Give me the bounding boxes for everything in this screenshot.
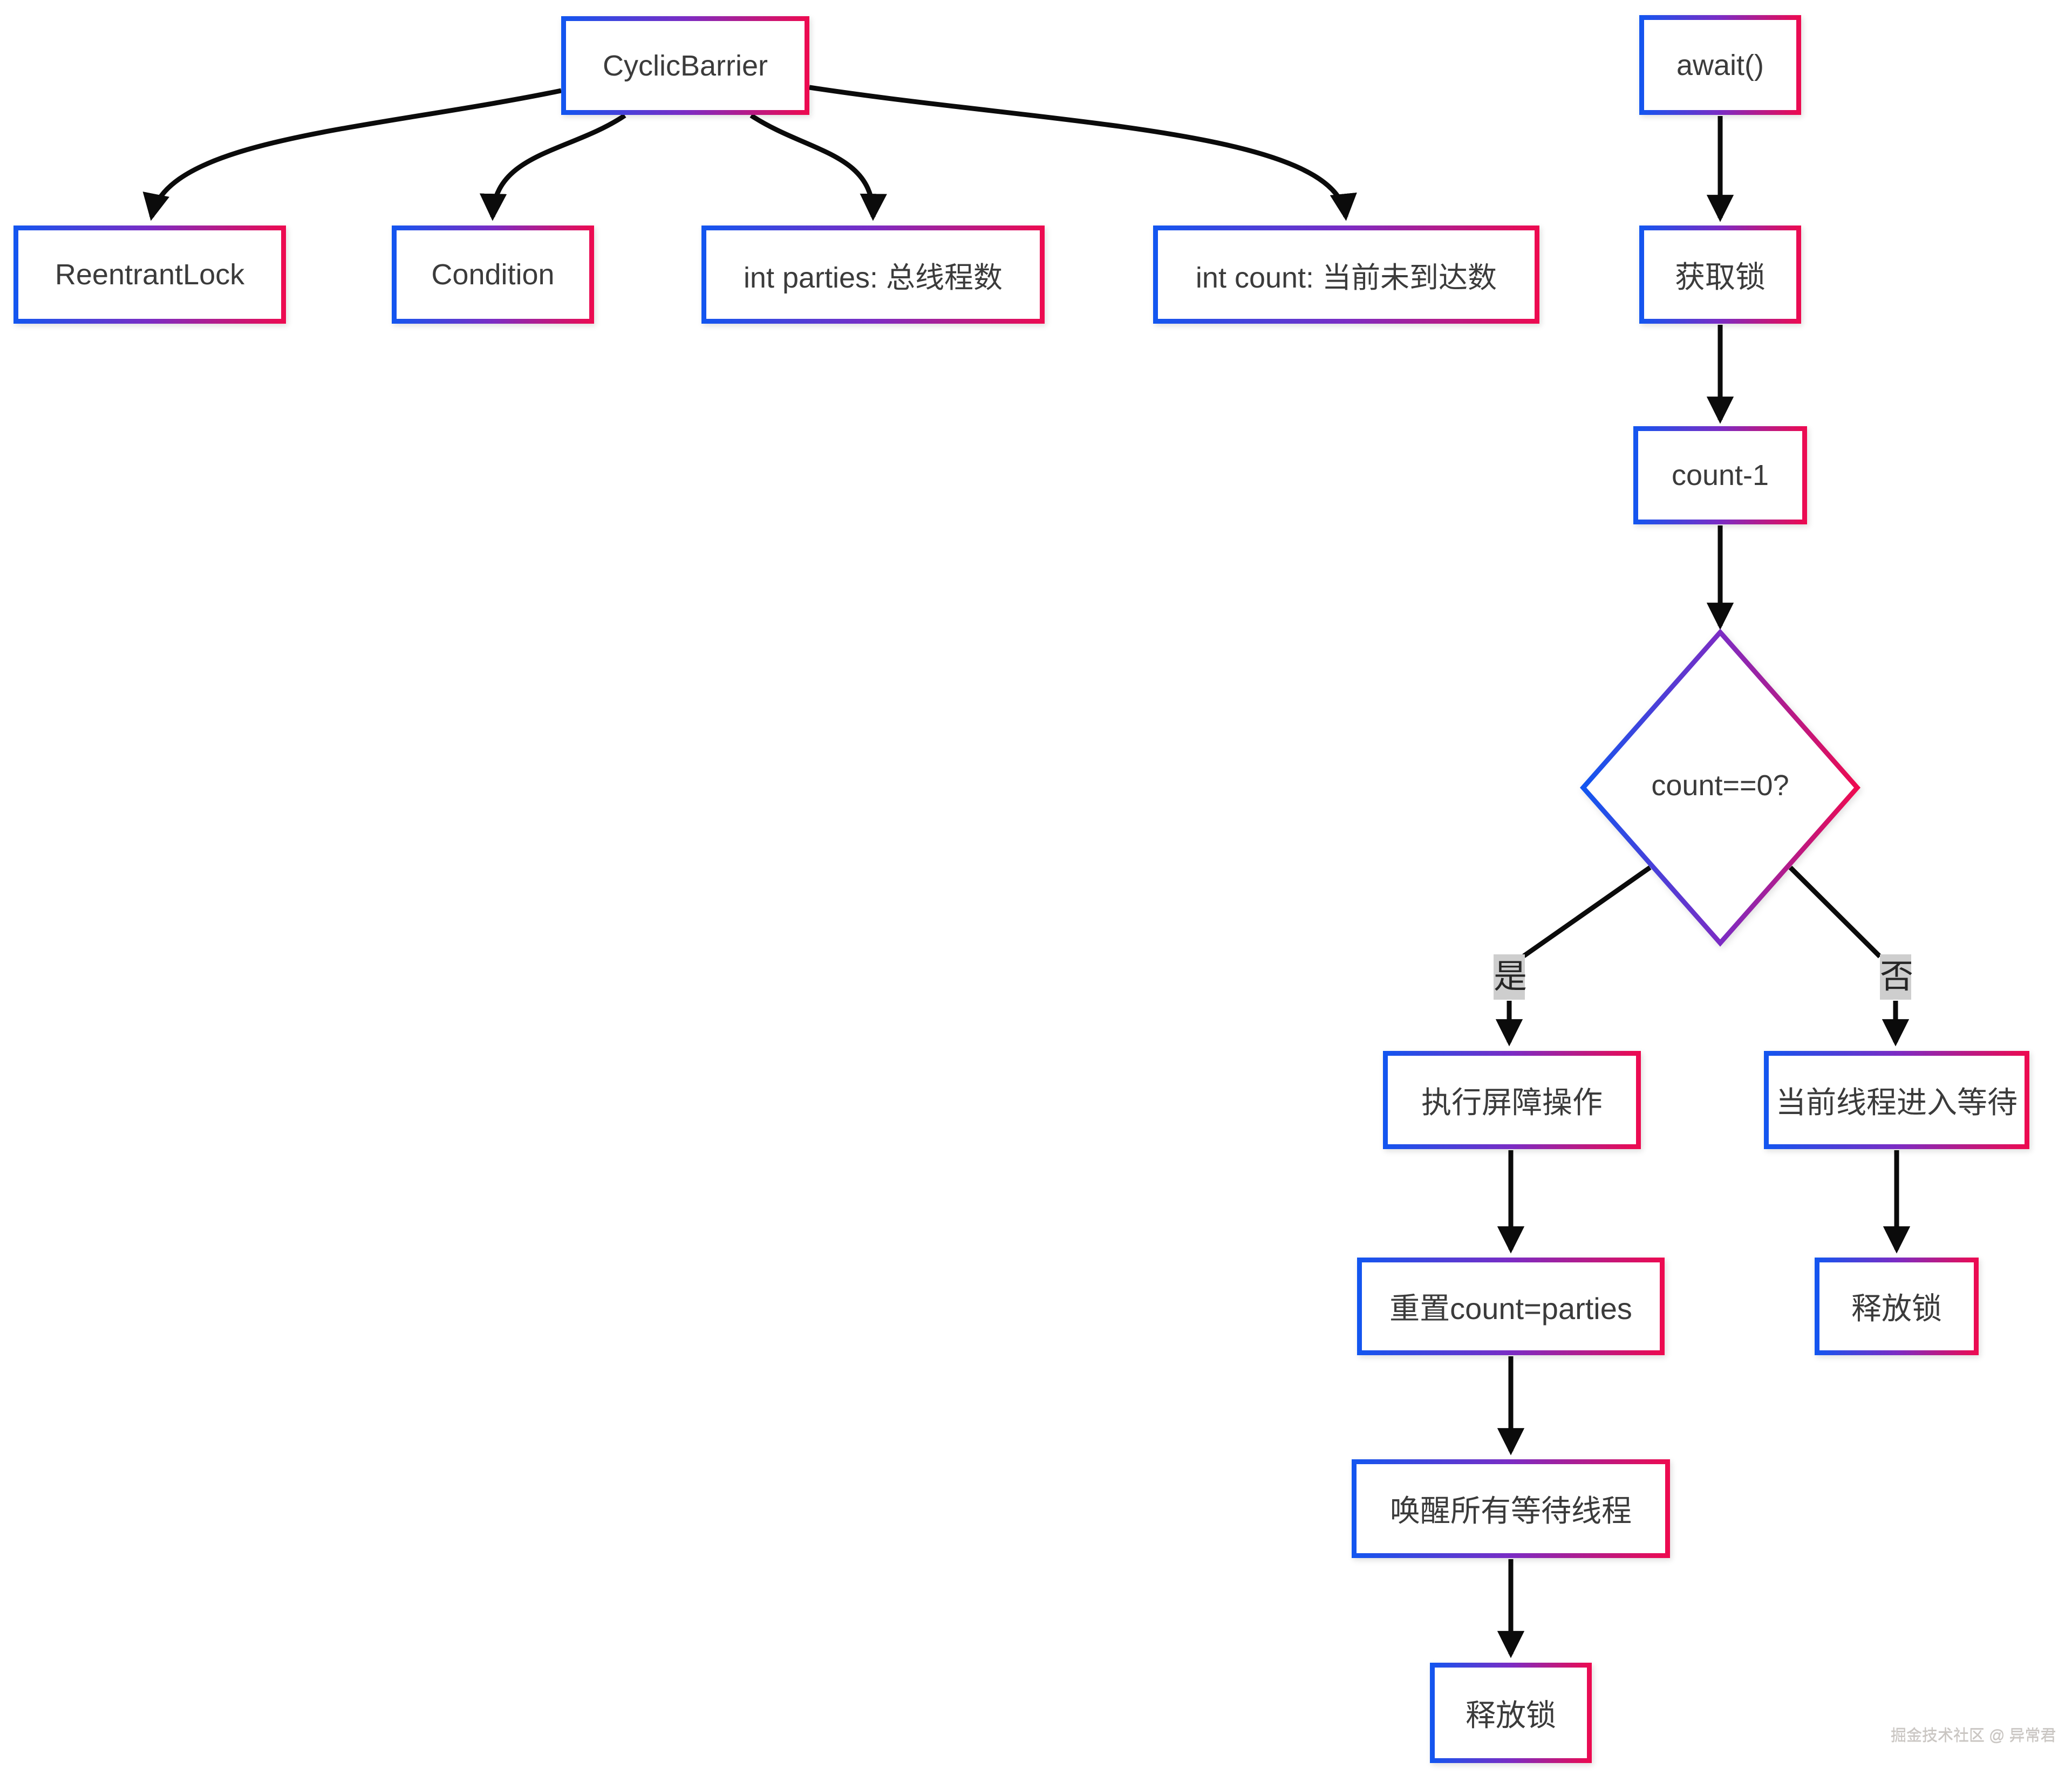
node-label: ReentrantLock bbox=[54, 258, 245, 291]
watermark: 掘金技术社区 @ 异常君 bbox=[1891, 1727, 2056, 1745]
edge-root-to-count bbox=[809, 85, 1357, 221]
node-label: 当前线程进入等待 bbox=[1776, 1085, 2018, 1119]
decision-diamond bbox=[1579, 629, 1861, 947]
edge-decision-to-yes-label bbox=[1522, 865, 1652, 958]
node-int-count: int count: 当前未到达数 bbox=[1153, 226, 1539, 324]
node-count-decrement: count-1 bbox=[1633, 426, 1807, 524]
edge-root-to-condition bbox=[479, 113, 626, 221]
node-reset-count: 重置count=parties bbox=[1357, 1258, 1665, 1355]
node-label: 重置count=parties bbox=[1389, 1292, 1632, 1326]
node-label: 释放锁 bbox=[1851, 1292, 1942, 1326]
node-reentrantlock: ReentrantLock bbox=[13, 226, 286, 324]
node-release-lock-right: 释放锁 bbox=[1815, 1258, 1979, 1355]
node-label: 获取锁 bbox=[1675, 259, 1766, 294]
node-label: 释放锁 bbox=[1466, 1698, 1556, 1732]
node-label: count-1 bbox=[1671, 459, 1769, 491]
node-await: await() bbox=[1639, 15, 1801, 115]
node-label: 唤醒所有等待线程 bbox=[1390, 1494, 1632, 1528]
node-label: CyclicBarrier bbox=[602, 49, 768, 82]
node-release-lock-bottom: 释放锁 bbox=[1430, 1663, 1592, 1763]
node-thread-wait: 当前线程进入等待 bbox=[1764, 1051, 2029, 1149]
node-condition: Condition bbox=[392, 226, 594, 324]
decision-label: count==0? bbox=[1651, 769, 1789, 802]
node-label: int count: 当前未到达数 bbox=[1195, 261, 1497, 294]
node-label: int parties: 总线程数 bbox=[743, 261, 1003, 294]
edge-decision-to-no-label bbox=[1788, 865, 1882, 959]
node-cyclicbarrier: CyclicBarrier bbox=[561, 16, 809, 115]
node-wakeup-threads: 唤醒所有等待线程 bbox=[1352, 1459, 1670, 1558]
node-barrier-action: 执行屏障操作 bbox=[1383, 1051, 1641, 1149]
branch-label-yes: 是 bbox=[1494, 954, 1527, 1000]
edge-root-to-reentrantlock bbox=[142, 88, 562, 221]
branch-label-no: 否 bbox=[1880, 954, 1913, 1000]
node-int-parties: int parties: 总线程数 bbox=[701, 226, 1045, 324]
node-label: Condition bbox=[431, 258, 555, 291]
node-acquire-lock: 获取锁 bbox=[1639, 226, 1801, 324]
node-label: 执行屏障操作 bbox=[1421, 1085, 1603, 1119]
edge-root-to-parties bbox=[749, 113, 887, 221]
node-label: await() bbox=[1676, 49, 1764, 81]
